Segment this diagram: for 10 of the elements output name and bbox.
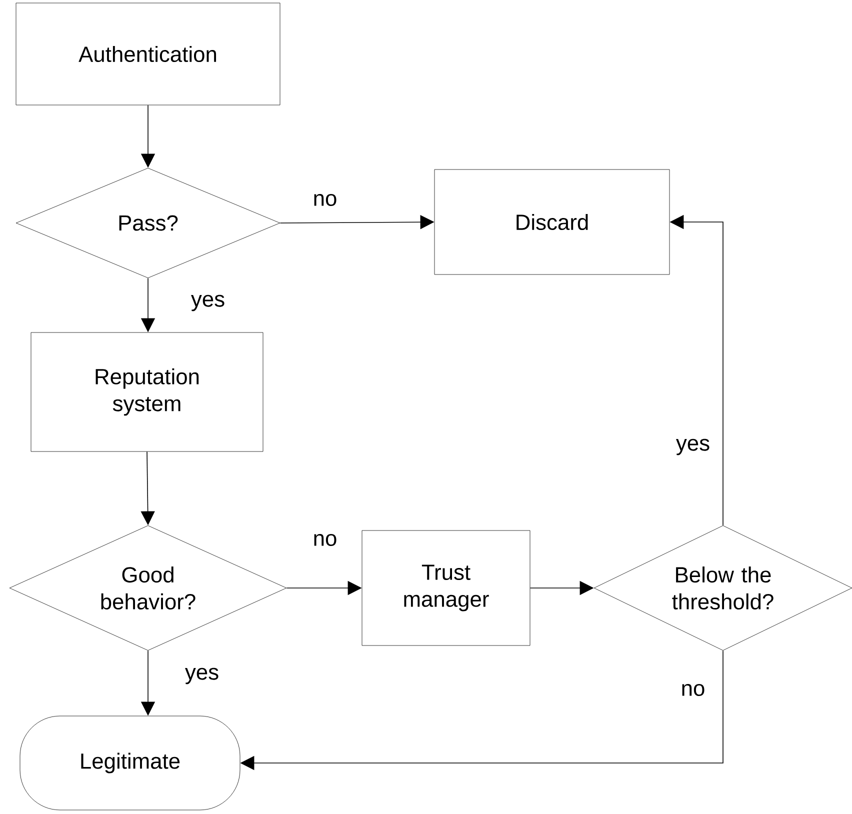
process-box: Discard — [434, 169, 670, 275]
edge-label: no — [312, 533, 338, 547]
edge-label: yes — [184, 666, 220, 686]
edge-label: no — [680, 683, 706, 697]
process-box: Trust manager — [362, 530, 530, 646]
process-box: Authentication — [16, 2, 280, 106]
edge-label: no — [312, 193, 338, 207]
process-box: Reputation system — [30, 332, 264, 452]
edge-label: yes — [674, 438, 712, 456]
edge-label: yes — [190, 294, 226, 312]
